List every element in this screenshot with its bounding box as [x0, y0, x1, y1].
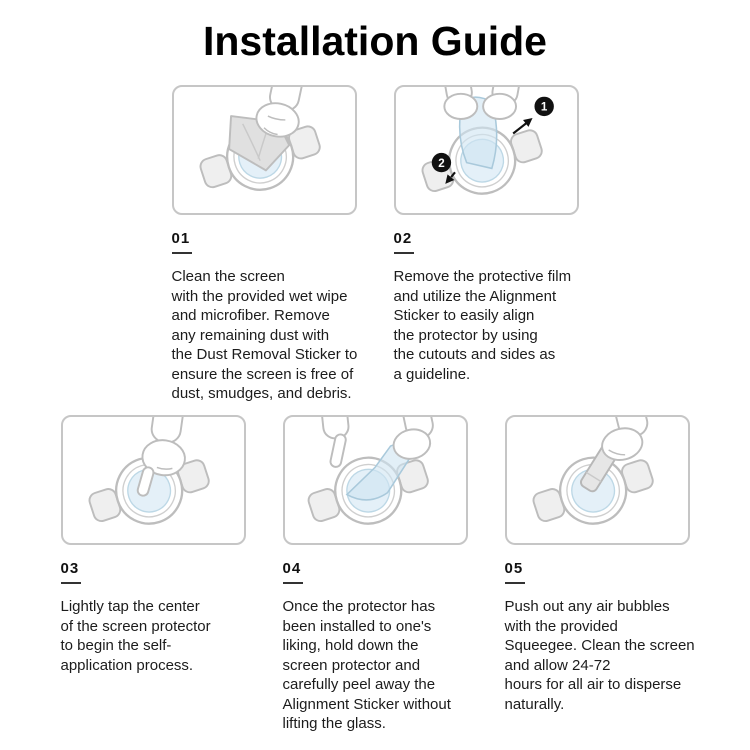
step-3: 03 Lightly tap the center of the screen …	[60, 415, 246, 734]
tapping-hand-icon	[136, 417, 186, 497]
steps-row-2: 03 Lightly tap the center of the screen …	[0, 415, 750, 734]
step-4: 04 Once the protector has been installed…	[282, 415, 468, 734]
step-3-description: Lightly tap the center of the screen pro…	[60, 598, 211, 674]
hand-icon	[254, 87, 304, 138]
arrow-up-right-icon	[511, 118, 533, 135]
step-1-number: 01	[172, 230, 357, 254]
right-hand-icon	[481, 87, 521, 120]
step-5-panel	[504, 415, 690, 545]
step-2-panel: 1 2	[393, 85, 579, 215]
step-1-illustration	[191, 87, 329, 208]
step-5-description: Push out any air bubbles with the provid…	[504, 598, 695, 713]
step-2-description: Remove the protective film and utilize t…	[393, 268, 572, 383]
step-4-description: Once the protector has been installed to…	[282, 598, 451, 732]
step-1: 01 Clean the screen with the provided we…	[171, 85, 357, 404]
badge-1: 1	[533, 96, 554, 117]
left-hand-icon	[442, 87, 478, 120]
step-3-panel	[60, 415, 246, 545]
holding-finger-icon	[320, 417, 349, 468]
step-5: 05 Push out any air bubbles with the pro…	[504, 415, 695, 734]
step-5-illustration	[524, 417, 662, 542]
step-1-panel	[171, 85, 357, 215]
step-4-panel	[282, 415, 468, 545]
svg-text:1: 1	[540, 101, 547, 114]
step-5-number: 05	[505, 560, 690, 584]
step-1-description: Clean the screen with the provided wet w…	[171, 268, 358, 402]
step-2: 1 2 02 Remove the	[393, 85, 579, 404]
step-3-illustration	[80, 417, 218, 542]
gripping-hand-icon	[600, 417, 648, 461]
steps-row-1: 01 Clean the screen with the provided we…	[0, 85, 750, 404]
page-title: Installation Guide	[203, 18, 547, 64]
arrow-down-left-icon	[444, 171, 456, 184]
svg-text:2: 2	[438, 157, 444, 170]
badge-2: 2	[431, 152, 451, 173]
step-2-illustration: 1 2	[413, 87, 554, 212]
step-4-number: 04	[283, 560, 468, 584]
step-2-number: 02	[394, 230, 579, 254]
peeling-hand-icon	[392, 417, 434, 460]
step-4-illustration	[299, 417, 437, 542]
step-3-number: 03	[61, 560, 246, 584]
